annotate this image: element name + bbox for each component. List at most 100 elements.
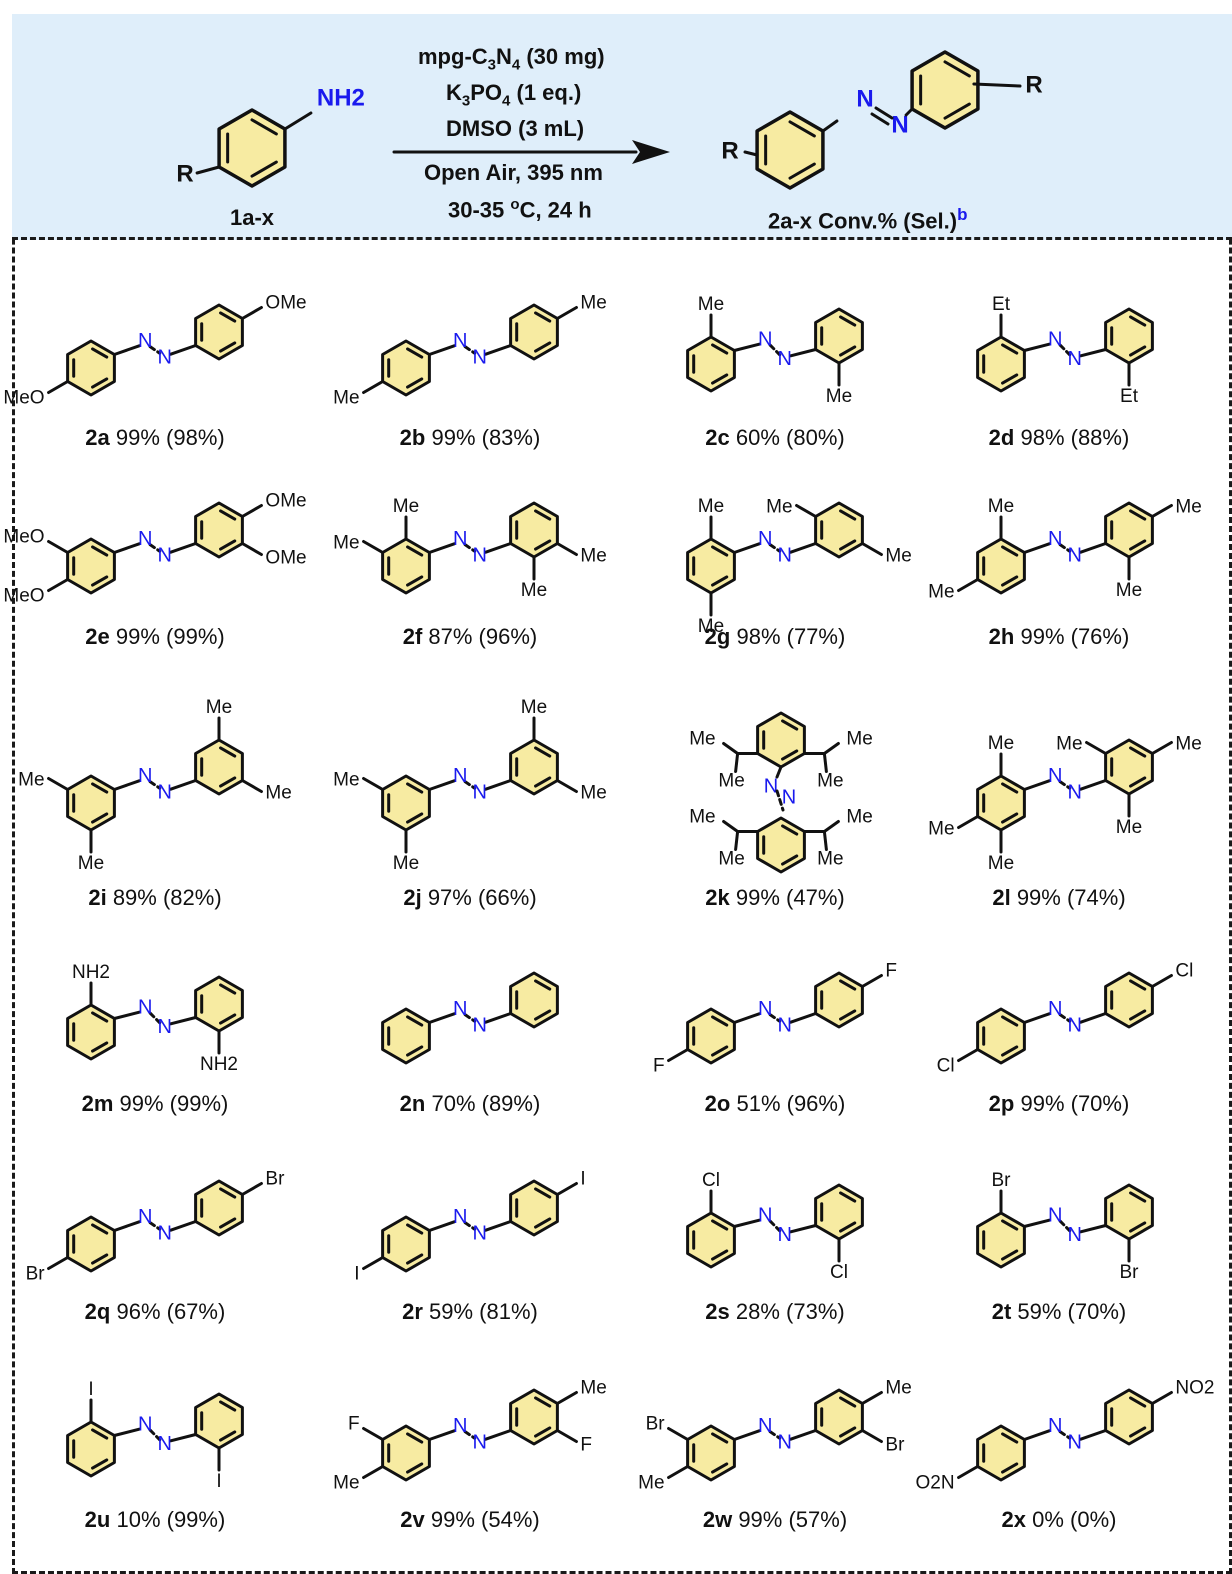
azo-nitrogen: N: [778, 348, 792, 370]
azo-nitrogen: N: [473, 781, 487, 803]
substituent-label: Me: [718, 849, 744, 870]
compound-id: 2c: [705, 425, 730, 450]
substituent-label: Me: [580, 783, 606, 804]
conversion-selectivity: 51% (96%): [730, 1091, 846, 1116]
compound-label-2q: 2q 96% (67%): [85, 1299, 226, 1325]
substituent-label: Me: [393, 853, 419, 874]
conversion-selectivity: 10% (99%): [110, 1507, 226, 1532]
conversion-selectivity: 99% (54%): [424, 1507, 540, 1532]
conversion-selectivity: 28% (73%): [729, 1299, 845, 1324]
azo-nitrogen: N: [1068, 1431, 1082, 1453]
compound-label-2m: 2m 99% (99%): [82, 1091, 229, 1117]
substituent-label: MeO: [3, 586, 44, 607]
product-label: 2a-x Conv.% (Sel.)b: [768, 205, 968, 234]
substituent-label: MeO: [3, 388, 44, 409]
substituent-label: Cl: [702, 1170, 720, 1191]
azo-nitrogen: N: [1068, 348, 1082, 370]
azo-nitrogen: N: [1048, 998, 1062, 1020]
substituent-label: Me: [333, 770, 359, 791]
azo-nitrogen: N: [138, 1206, 152, 1228]
azo-nitrogen: N: [758, 528, 772, 550]
substituent-label: Me: [18, 770, 44, 791]
structures-canvas: NNOMeMeONNMeMeNNMeMeNNEtEtNNOMeOMeMeOMeO…: [3, 50, 1215, 1494]
compound-label-2u: 2u 10% (99%): [85, 1507, 226, 1533]
azo-nitrogen: N: [453, 1206, 467, 1228]
substituent-label: MeO: [3, 527, 44, 548]
substituent-label: Me: [928, 582, 954, 603]
azo-nitrogen: N: [1048, 1204, 1062, 1226]
substituent-label: Me: [333, 1473, 359, 1494]
substituent-label: OMe: [265, 293, 306, 314]
azo-nitrogen: N: [1048, 1415, 1062, 1437]
substituent-label: Me: [206, 697, 232, 718]
azo-nitrogen: N: [1068, 1014, 1082, 1036]
conversion-selectivity: 96% (67%): [110, 1299, 226, 1324]
compound-id: 2o: [704, 1091, 731, 1116]
azo-nitrogen: N: [158, 781, 172, 803]
substituent-label: Me: [1116, 580, 1142, 601]
compound-id: 2b: [399, 425, 426, 450]
compound-label-2d: 2d 98% (88%): [989, 425, 1130, 451]
compound-id: 2k: [705, 885, 730, 910]
compound-label-2w: 2w 99% (57%): [703, 1507, 847, 1533]
compound-label-2s: 2s 28% (73%): [705, 1299, 844, 1325]
compound-label-2b: 2b 99% (83%): [400, 425, 541, 451]
azo-nitrogen: N: [138, 765, 152, 787]
substituent-label: Me: [988, 853, 1014, 874]
azo-nitrogen: N: [158, 1222, 172, 1244]
azo-nitrogen: N: [453, 330, 467, 352]
substituent-label: Br: [885, 1435, 905, 1456]
reactant-label: 1a-x: [230, 205, 275, 230]
compound-2n: NN: [381, 971, 559, 1065]
compound-label-2t: 2t 59% (70%): [992, 1299, 1127, 1325]
azo-nitrogen: N: [891, 111, 908, 138]
compound-label-2v: 2v 99% (54%): [400, 1507, 539, 1533]
azo-nitrogen: N: [758, 998, 772, 1020]
substituent-label: Me: [1116, 817, 1142, 838]
conversion-selectivity: 97% (66%): [421, 885, 537, 910]
amine-group: NH2: [317, 84, 365, 111]
conversion-selectivity: 87% (96%): [422, 624, 538, 649]
conversion-selectivity: 70% (89%): [425, 1091, 541, 1116]
substituent-label: F: [653, 1056, 665, 1077]
compound-id: 2e: [85, 624, 110, 649]
conversion-selectivity: 99% (76%): [1014, 624, 1130, 649]
azo-nitrogen: N: [453, 528, 467, 550]
azo-nitrogen: N: [138, 528, 152, 550]
substituent-label: Me: [826, 386, 852, 407]
substituent-label: Me: [1175, 734, 1201, 755]
substituent-label: Me: [988, 496, 1014, 517]
compound-id: 2v: [400, 1507, 425, 1532]
conversion-selectivity: 99% (98%): [109, 425, 225, 450]
azo-nitrogen: N: [158, 1016, 172, 1038]
condition-solvent: DMSO (3 mL): [446, 116, 585, 141]
compound-label-2c: 2c 60% (80%): [705, 425, 844, 451]
compound-id: 2i: [88, 885, 107, 910]
azo-nitrogen: N: [138, 1413, 152, 1435]
compound-id: 2x: [1001, 1507, 1026, 1532]
azo-nitrogen: N: [158, 346, 172, 368]
substituent-label: NO2: [1175, 1378, 1214, 1399]
substituent-label: Cl: [830, 1262, 848, 1283]
substituent-label: Cl: [1175, 961, 1193, 982]
compound-label-2e: 2e 99% (99%): [85, 624, 224, 650]
conversion-selectivity: 99% (99%): [113, 1091, 229, 1116]
conversion-selectivity: 99% (47%): [729, 885, 845, 910]
azo-nitrogen: N: [473, 1431, 487, 1453]
reaction-scheme-header: [12, 14, 1232, 240]
azo-nitrogen: N: [778, 1431, 792, 1453]
compound-label-2r: 2r 59% (81%): [402, 1299, 538, 1325]
azo-nitrogen: N: [453, 765, 467, 787]
